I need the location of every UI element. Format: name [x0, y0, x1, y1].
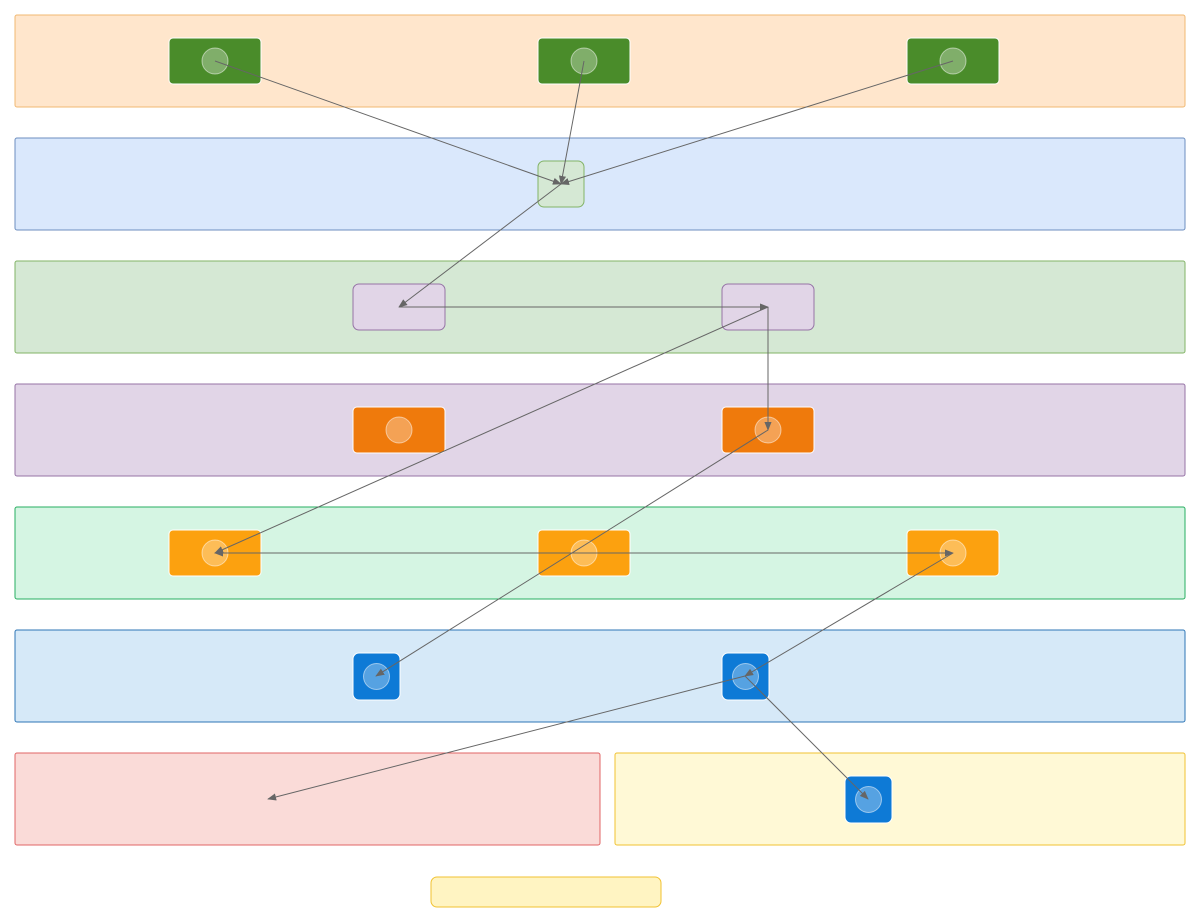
text-t7: ﾠﾠﾠﾠﾠﾠﾠﾠﾠﾠﾠﾠﾠﾠﾠﾠ [717, 695, 886, 709]
edge-n13-t8 [267, 675, 746, 801]
node-label-n6: ﾠﾠﾠﾠﾠﾠﾠ [767, 305, 841, 319]
node-label-n1: ﾠﾠﾠﾠﾠﾠﾠﾠﾠﾠﾠﾠﾠﾠ [174, 80, 322, 94]
edge-n6-n9 [214, 306, 769, 554]
text-t3: ﾠﾠﾠﾠﾠﾠﾠﾠﾠﾠ [590, 417, 696, 431]
node-label-n10: ﾠ [578, 540, 589, 554]
circle-icon [363, 663, 390, 690]
edge-n4-n5 [398, 183, 562, 308]
node-n7[interactable] [352, 406, 446, 454]
text-t4: ﾠﾠﾠﾠﾠﾠﾠﾠﾠﾠ [390, 450, 496, 464]
node-label-n3: ﾠﾠﾠﾠﾠﾠﾠﾠﾠﾠ [927, 80, 1033, 94]
lane-2 [14, 137, 1186, 231]
note-box [430, 876, 662, 908]
edges [214, 60, 954, 801]
text-t5: ﾠﾠﾠﾠﾠﾠﾠﾠ [598, 551, 683, 565]
edge-n13-n14 [744, 675, 869, 800]
lane-7-left [14, 752, 601, 846]
node-label-n12: ﾠﾠ [394, 663, 415, 677]
node-n12[interactable] [352, 652, 401, 701]
edge-n1-n4 [214, 60, 562, 185]
swimlanes [14, 14, 1186, 846]
text-t2: ﾠﾠﾠﾠﾠﾠﾠﾠﾠﾠﾠﾠﾠﾠﾠﾠ [575, 294, 744, 308]
text-t1: ﾠﾠﾠﾠﾠﾠﾠﾠ [598, 182, 683, 196]
node-label-n13: ﾠﾠ [738, 663, 759, 677]
circle-icon [385, 416, 413, 444]
node-label-n4: ﾠﾠﾠﾠﾠﾠﾠﾠ [562, 171, 647, 185]
node-label-n11: ﾠ [950, 540, 961, 554]
edge-n2-n4 [558, 60, 585, 185]
node-label-n5: ﾠﾠﾠﾠﾠﾠﾠ [373, 305, 447, 319]
lane-4 [14, 383, 1186, 477]
note-text: ﾠﾠﾠﾠﾠﾠﾠﾠﾠﾠﾠﾠﾠﾠﾠﾠﾠﾠﾠﾠﾠﾠﾠﾠﾠﾠﾠﾠ [487, 889, 783, 903]
node-label-n2: ﾠﾠﾠﾠﾠﾠﾠﾠﾠﾠ [575, 91, 681, 105]
lane-7-right [614, 752, 1186, 846]
text-t8: ﾠﾠﾠﾠﾠﾠﾠﾠﾠﾠﾠﾠﾠ [266, 786, 404, 800]
edge-n3-n4 [560, 60, 954, 186]
edge-n11-n13 [744, 552, 954, 677]
text-t6: ﾠﾠﾠﾠﾠﾠﾠﾠﾠﾠ [944, 572, 1050, 586]
lane-6 [14, 629, 1186, 723]
node-label-n9: ﾠ [236, 540, 247, 554]
